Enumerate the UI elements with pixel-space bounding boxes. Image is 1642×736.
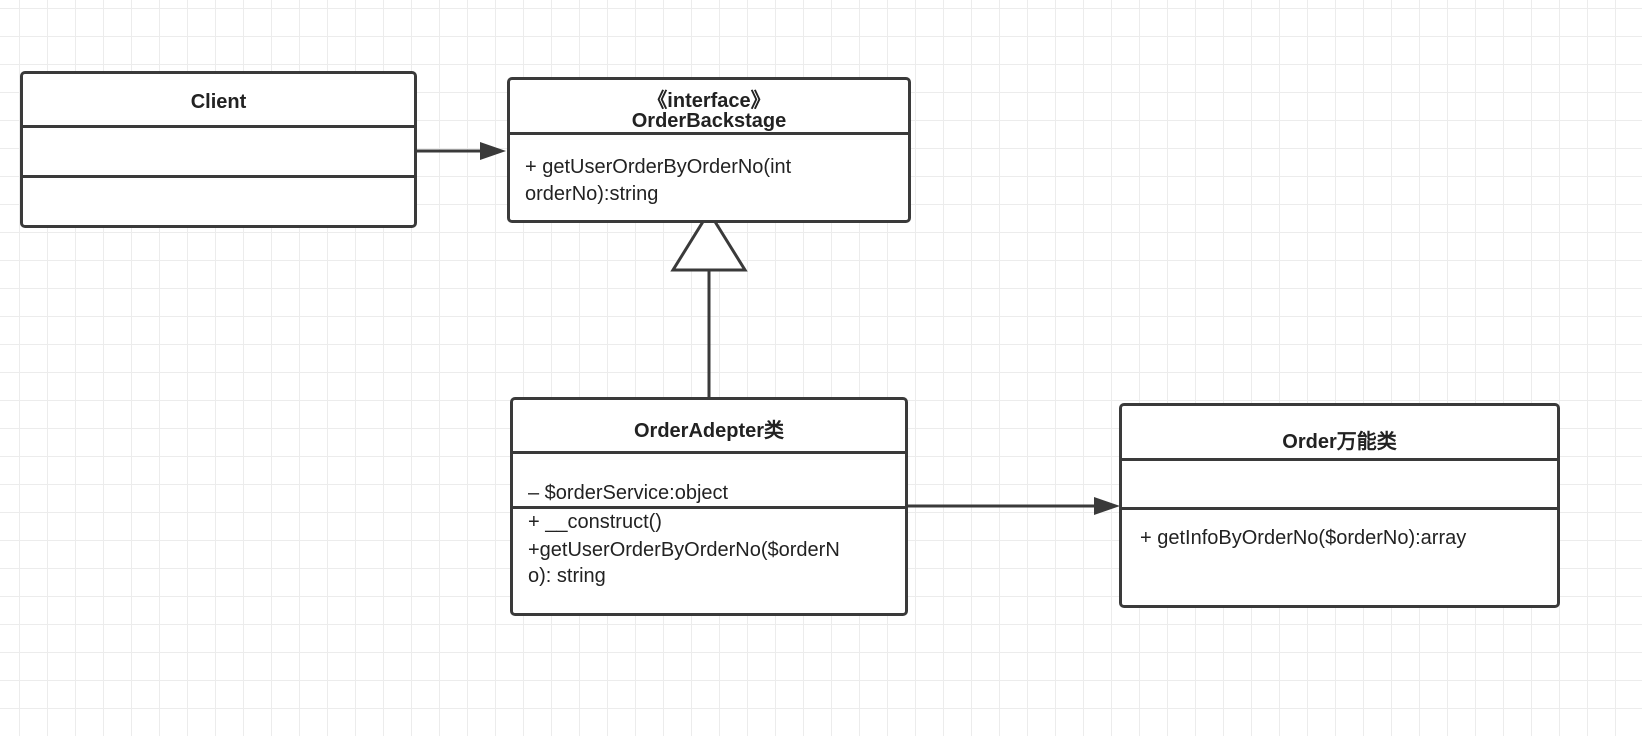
- class-name: Order万能类: [1282, 431, 1397, 453]
- divider: [23, 125, 414, 128]
- method: orderNo):string: [525, 183, 659, 205]
- client-to-interface-arrow: [416, 142, 506, 160]
- class-name: OrderBackstage: [631, 110, 787, 132]
- divider: [513, 451, 905, 454]
- method: + __construct(): [528, 511, 662, 533]
- divider: [1122, 458, 1557, 461]
- divider: [1122, 507, 1557, 510]
- method: o): string: [528, 565, 606, 587]
- realization-arrow: [670, 209, 748, 398]
- class-name: OrderAdepter类: [633, 420, 785, 442]
- class-order-adepter[interactable]: OrderAdepter类 – $orderService:object + _…: [510, 397, 908, 616]
- method: + getUserOrderByOrderNo(int: [525, 156, 792, 178]
- class-order-backstage[interactable]: 《interface》 OrderBackstage + getUserOrde…: [507, 77, 911, 223]
- adepter-to-order-arrow: [907, 497, 1120, 515]
- class-client[interactable]: Client: [20, 71, 417, 228]
- class-name: Client: [190, 91, 247, 113]
- divider: [513, 506, 905, 509]
- divider: [510, 132, 908, 135]
- attribute: – $orderService:object: [528, 482, 729, 504]
- class-order[interactable]: Order万能类 + getInfoByOrderNo($orderNo):ar…: [1119, 403, 1560, 608]
- divider: [23, 175, 414, 178]
- stereotype: 《interface》: [647, 90, 771, 112]
- method: + getInfoByOrderNo($orderNo):array: [1140, 527, 1467, 549]
- method: +getUserOrderByOrderNo($orderN: [528, 539, 840, 561]
